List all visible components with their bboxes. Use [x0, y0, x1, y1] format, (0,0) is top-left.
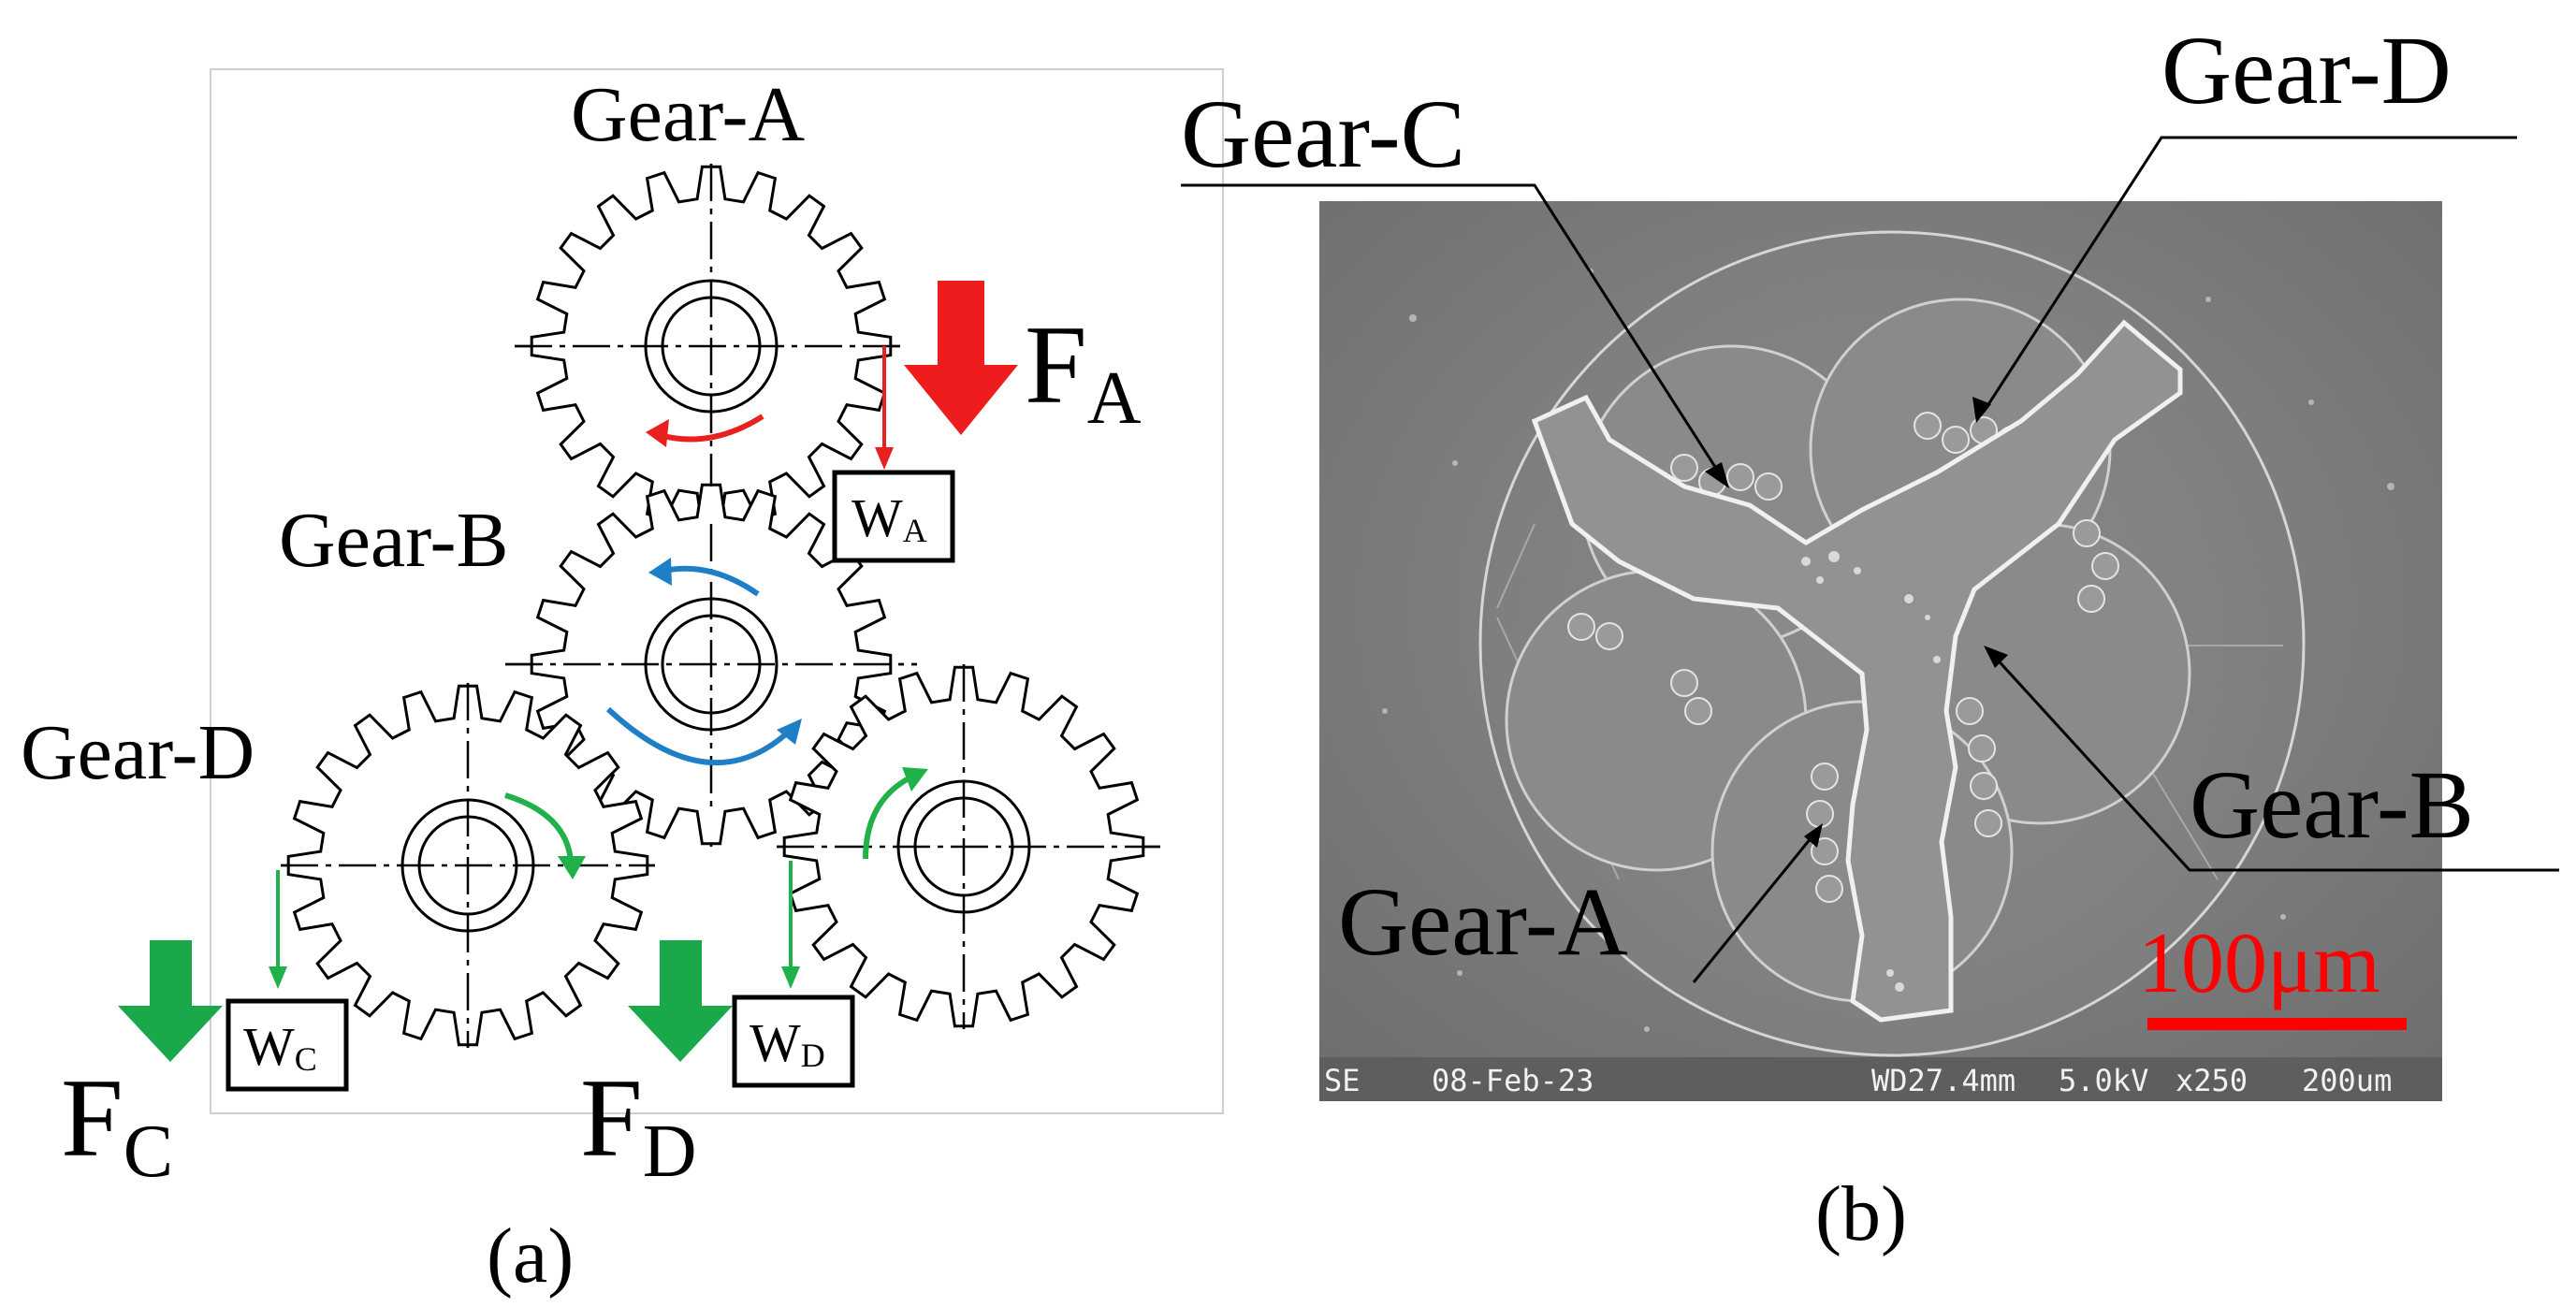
- sem-gear-a-label: Gear-A: [1338, 868, 1628, 976]
- gear-c-rotation-arrow: [863, 767, 928, 860]
- weight-d-box: WD: [732, 995, 855, 1088]
- force-d-letter: F: [580, 1055, 643, 1180]
- sem-gear-b-label: Gear-B: [2190, 751, 2474, 859]
- gear-d-label: Gear-D: [21, 709, 255, 796]
- gear-d-rotation-arrow: [504, 792, 586, 879]
- sem-gear-c-label: Gear-C: [1181, 80, 1465, 188]
- weight-d-subscript: D: [801, 1037, 825, 1074]
- weight-a-string: [875, 346, 894, 470]
- leader-lines: [1181, 136, 2559, 983]
- gear-c-hub: [896, 779, 1031, 914]
- force-c-arrow: [118, 940, 223, 1062]
- weight-c-box: WC: [226, 998, 349, 1092]
- weight-d-letter: W: [750, 1012, 801, 1073]
- weight-a-subscript: A: [903, 512, 927, 549]
- caption-b: (b): [1815, 1170, 1907, 1257]
- force-a-label: FA: [1025, 302, 1142, 440]
- gear-a-rotation-arrow: [646, 414, 764, 447]
- sem-scale: 200um: [2302, 1063, 2392, 1098]
- gear-b-label: Gear-B: [279, 497, 509, 584]
- svg-text:WC: WC: [243, 1016, 317, 1078]
- sem-gear-teeth: [1567, 412, 2119, 903]
- svg-text:WA: WA: [851, 487, 927, 549]
- gear-a-label: Gear-A: [571, 71, 805, 158]
- gear-b-rotation-arrow-bottom: [605, 706, 802, 766]
- gear-d-leader: [1982, 136, 2517, 413]
- svg-text:WD: WD: [750, 1012, 825, 1074]
- weight-c-letter: W: [243, 1016, 295, 1077]
- scale-bar-label: 100μm: [2138, 915, 2380, 1010]
- sem-mag: x250: [2176, 1063, 2248, 1098]
- gear-b-hub: [644, 597, 779, 732]
- leader-arrowheads: [1705, 397, 2008, 848]
- gear-a-hub: [644, 279, 779, 414]
- sem-y-holder: [1531, 319, 2183, 1023]
- gear-b-rotation-arrow-top: [648, 558, 760, 597]
- sem-date: 08-Feb-23: [1432, 1063, 1594, 1098]
- sem-mode: SE: [1324, 1063, 1361, 1098]
- force-a-subscript: A: [1087, 357, 1142, 440]
- sem-kv: 5.0kV: [2059, 1063, 2148, 1098]
- weight-a-letter: W: [851, 487, 903, 548]
- weight-c-string: [269, 870, 287, 989]
- force-d-label: FD: [580, 1055, 697, 1193]
- weight-d-string: [781, 861, 800, 989]
- force-a-arrow: [904, 281, 1018, 435]
- force-c-label: FC: [61, 1055, 173, 1193]
- force-a-letter: F: [1025, 302, 1087, 427]
- force-d-arrow: [628, 940, 733, 1062]
- gear-b-leader: [1991, 653, 2559, 872]
- sem-wd: WD27.4mm: [1871, 1063, 2016, 1098]
- gear-d-hub: [400, 798, 535, 933]
- gear-a-leader: [1692, 832, 1817, 983]
- weight-c-subscript: C: [295, 1040, 317, 1078]
- weight-a-box: WA: [832, 470, 955, 563]
- sem-gear-d-label: Gear-D: [2161, 17, 2452, 124]
- force-c-subscript: C: [124, 1111, 173, 1193]
- sem-holder-debris: [1801, 551, 1941, 992]
- center-lines-over: [281, 164, 1160, 1048]
- panel-b: SE 08-Feb-23 WD27.4mm 5.0kV x250 200um 1…: [1181, 17, 2559, 1257]
- sem-info-bar: [1319, 1057, 2442, 1101]
- force-c-letter: F: [61, 1055, 124, 1180]
- scale-bar: [2147, 1018, 2407, 1030]
- panel-a: WA WC WD FA FC FD Gear-A Gear-B Gear-D (…: [21, 68, 1224, 1300]
- gear-c-leader: [1181, 183, 1724, 478]
- force-d-subscript: D: [643, 1111, 697, 1193]
- caption-a: (a): [487, 1213, 574, 1300]
